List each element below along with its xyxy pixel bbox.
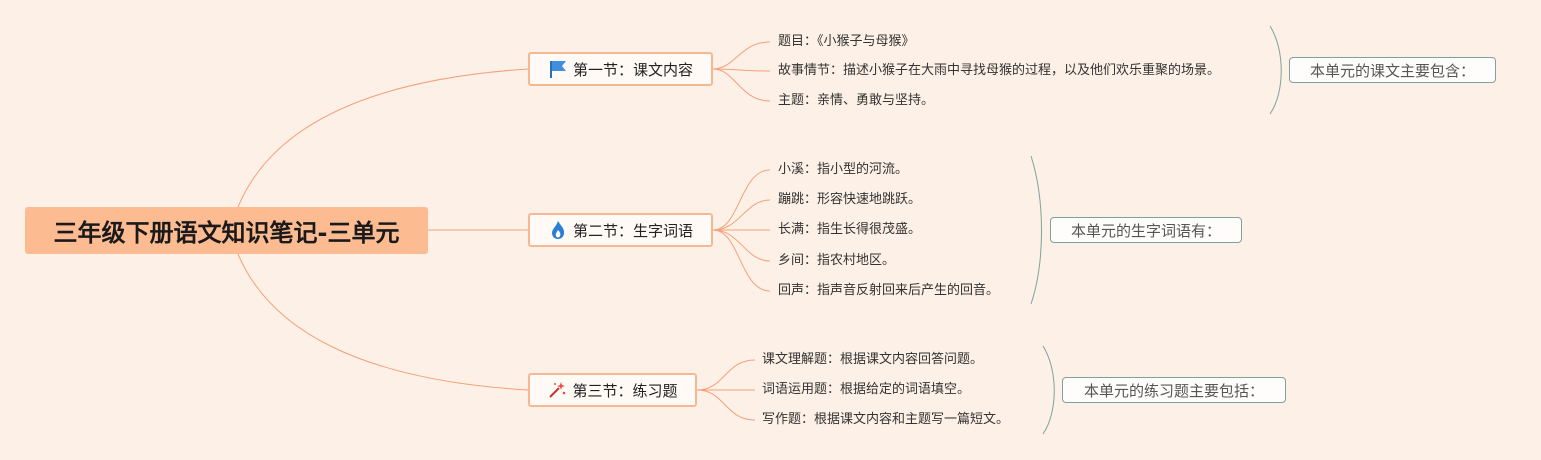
section-3-item-2[interactable]: 词语运用题：根据给定的词语填空。 <box>762 382 971 397</box>
section-1-summary[interactable]: 本单元的课文主要包含： <box>1289 57 1496 83</box>
section-1-title: 第一节：课文内容 <box>572 60 693 79</box>
section-2-summary-brace <box>1030 155 1042 305</box>
section-1-item-3[interactable]: 主题：亲情、勇敢与坚持。 <box>778 93 935 108</box>
central-topic-label: 三年级下册语文知识笔记-三单元 <box>53 219 400 247</box>
section-2-item-4-connector <box>712 229 771 262</box>
section-1-item-1[interactable]: 题目：《小猴子与母猴》 <box>778 34 915 49</box>
section-2-title: 第二节：生字词语 <box>572 221 693 240</box>
section-3-summary-label: 本单元的练习题主要包括： <box>1083 381 1264 400</box>
section-3-topic[interactable]: 第三节：练习题 <box>528 373 697 407</box>
central-topic[interactable]: 三年级下册语文知识笔记-三单元 <box>25 207 428 254</box>
blue-flame-icon <box>548 220 568 240</box>
section-1-item-3-connector <box>712 68 771 102</box>
section-2-item-5-connector <box>712 229 771 292</box>
sparkle-wand-icon <box>547 380 567 400</box>
section-1-summary-label: 本单元的课文主要包含： <box>1309 61 1475 80</box>
section-3-item-1[interactable]: 课文理解题：根据课文内容回答问题。 <box>762 352 984 367</box>
section-2-item-3[interactable]: 长满：指生长得很茂盛。 <box>778 222 922 237</box>
section-2-summary-label: 本单元的生字词语有： <box>1070 221 1221 240</box>
section-1-summary-brace <box>1269 25 1282 115</box>
section-2-summary[interactable]: 本单元的生字词语有： <box>1050 217 1242 243</box>
root-to-section-1-connector <box>237 68 529 208</box>
section-2-item-2[interactable]: 蹦跳：形容快速地跳跃。 <box>778 192 922 207</box>
section-3-summary[interactable]: 本单元的练习题主要包括： <box>1062 377 1286 403</box>
section-2-topic[interactable]: 第二节：生字词语 <box>528 213 713 247</box>
section-3-item-3-connector <box>696 389 756 421</box>
section-1-topic[interactable]: 第一节：课文内容 <box>528 52 713 86</box>
section-3-item-1-connector <box>696 359 756 391</box>
section-2-item-5[interactable]: 回声：指声音反射回来后产生的回音。 <box>778 283 1000 298</box>
section-2-item-1-connector <box>712 169 771 231</box>
section-3-title: 第三节：练习题 <box>572 381 678 400</box>
section-2-item-1[interactable]: 小溪：指小型的河流。 <box>778 162 909 177</box>
section-2-item-2-connector <box>712 199 771 231</box>
section-2-item-4[interactable]: 乡间：指农村地区。 <box>778 253 896 268</box>
section-1-item-2-connector <box>712 68 771 72</box>
root-to-section-3-connector <box>237 253 529 391</box>
section-3-summary-brace <box>1042 345 1055 435</box>
blue-flag-icon <box>548 59 568 79</box>
section-3-item-3[interactable]: 写作题：根据课文内容和主题写一篇短文。 <box>762 412 1010 427</box>
section-1-item-1-connector <box>712 41 771 70</box>
section-1-item-2[interactable]: 故事情节：描述小猴子在大雨中寻找母猴的过程，以及他们欢乐重聚的场景。 <box>778 63 1221 78</box>
